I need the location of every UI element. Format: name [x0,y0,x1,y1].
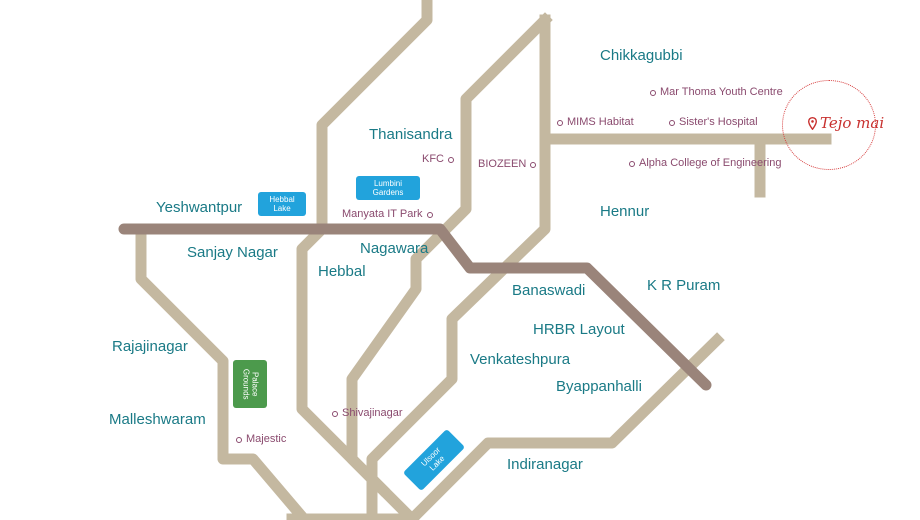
landmark-marker-icon [650,89,656,96]
landmark-biozeen: BIOZEEN [478,159,537,170]
area-thanisandra: Thanisandra [369,126,453,143]
landmark-sisters-hospital: Sister's Hospital [669,117,758,128]
road-old-madras [286,332,725,520]
landmark-shivajinagar: Shivajinagar [332,408,403,419]
area-malleshwaram: Malleshwaram [109,411,206,428]
location-pin-icon [808,116,817,130]
area-hebbal: Hebbal [318,263,366,280]
area-hennur: Hennur [600,203,650,220]
landmark-marker-icon [236,436,242,443]
metro-line [118,223,712,391]
landmark-mims-habitat: MIMS Habitat [557,117,634,128]
landmark-marker-icon [332,410,338,417]
destination-marker[interactable]: Tejo mai [808,114,884,132]
road-hebbal-shivajinagar [296,221,390,497]
area-byappanhalli: Byappanhalli [556,378,642,395]
destination-highlight [782,80,876,170]
landmark-alpha-college: Alpha College of Engineering [629,158,782,169]
landmark-majestic: Majestic [236,434,286,445]
destination-label: Tejo mai [820,114,885,132]
road-tumkur-majestic [135,223,312,520]
area-venkateshpura: Venkateshpura [470,351,571,368]
landmark-mar-thoma: Mar Thoma Youth Centre [650,87,783,98]
landmark-marker-icon [557,119,563,126]
area-banaswadi: Banaswadi [512,282,586,299]
landmark-marker-icon [426,211,433,218]
landmark-kfc: KFC [422,154,454,165]
landmark-marker-icon [448,156,454,163]
landmark-manyata: Manyata IT Park [342,209,433,220]
area-kr-puram: K R Puram [647,277,721,294]
area-sanjay-nagar: Sanjay Nagar [187,244,278,261]
landmark-marker-icon [629,160,635,167]
area-chikkagubbi: Chikkagubbi [600,47,683,64]
area-indiranagar: Indiranagar [507,456,583,473]
road-hennur-main [366,14,551,520]
area-yeshwantpur: Yeshwantpur [156,199,243,216]
landmark-marker-icon [530,161,537,168]
road-thanisandra-main [346,12,553,520]
area-hrbr-layout: HRBR Layout [533,321,625,338]
area-nagawara: Nagawara [360,240,429,257]
area-rajajinagar: Rajajinagar [112,338,188,355]
landmark-marker-icon [669,119,675,126]
road-outer-ring-north [316,0,433,235]
